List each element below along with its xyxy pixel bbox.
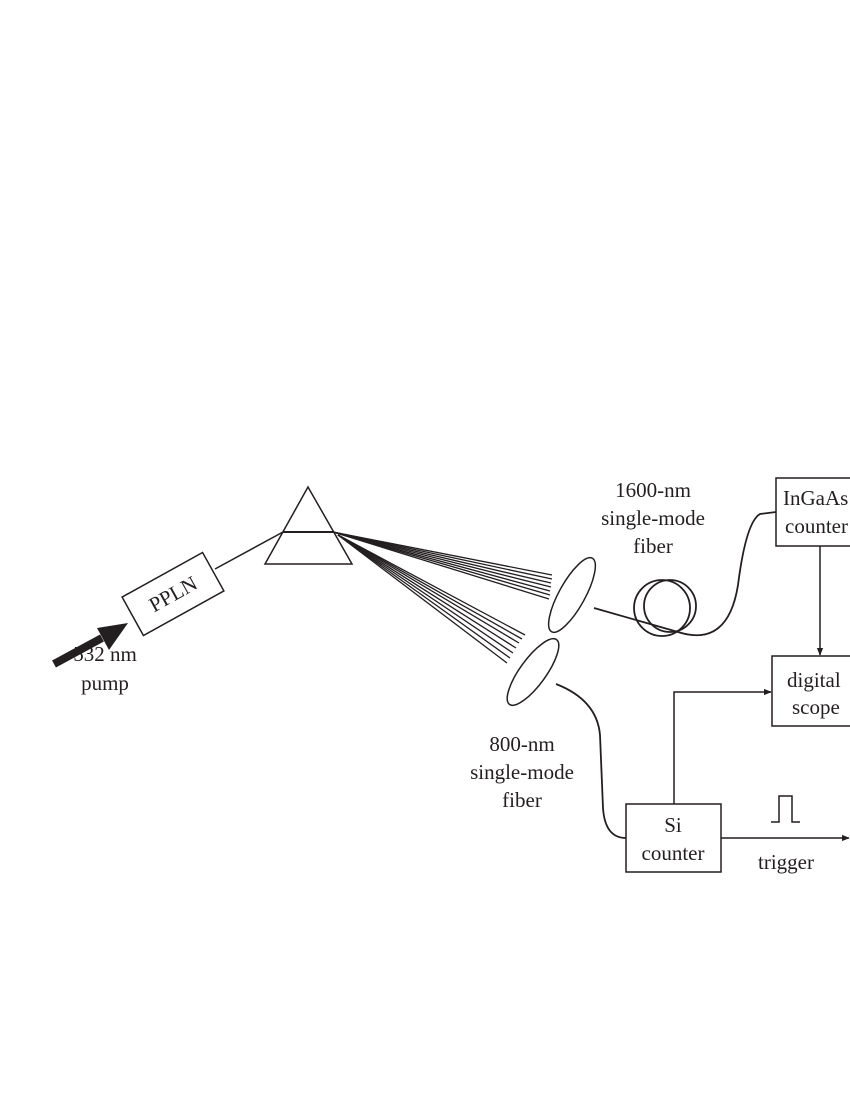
fiber-800-nm <box>555 683 627 839</box>
fiber-1600-label-line3: fiber <box>633 534 673 558</box>
pump-label-line1: 532 nm <box>73 642 137 666</box>
fiber-800-label-line2: single-mode <box>470 760 574 784</box>
ingaas-counter-label-line1: InGaAs <box>783 486 848 510</box>
digital-scope-box <box>771 655 850 727</box>
upper-coupling-lens <box>547 556 597 634</box>
beam-to-prism <box>214 531 284 570</box>
fiber-800-label-line1: 800-nm <box>489 732 554 756</box>
si-counter-box <box>625 803 722 873</box>
si-to-scope-line <box>673 688 772 804</box>
si-counter-label-line1: Si <box>664 813 682 837</box>
si-counter-label-line2: counter <box>642 841 705 865</box>
fiber-800-label-line3: fiber <box>502 788 542 812</box>
digital-scope-label-line1: digital <box>787 668 841 692</box>
ppln-crystal: PPLN <box>121 551 225 637</box>
signal-beam-fan <box>337 534 526 664</box>
trigger-label: trigger <box>758 850 814 874</box>
fiber-1600-nm <box>593 511 777 637</box>
ingaas-counter-label-line2: counter <box>785 514 848 538</box>
pump-label-line2: pump <box>81 671 129 695</box>
pump-arrow <box>52 623 128 668</box>
fiber-1600-label-line1: 1600-nm <box>615 478 691 502</box>
ingaas-counter-box <box>775 477 850 547</box>
fiber-1600-label-line2: single-mode <box>601 506 705 530</box>
digital-scope-label-line2: scope <box>792 695 840 719</box>
trigger-pulse-icon <box>771 795 800 823</box>
prism <box>263 485 354 565</box>
lower-coupling-lens <box>506 637 560 707</box>
idler-beam-fan <box>332 531 553 600</box>
